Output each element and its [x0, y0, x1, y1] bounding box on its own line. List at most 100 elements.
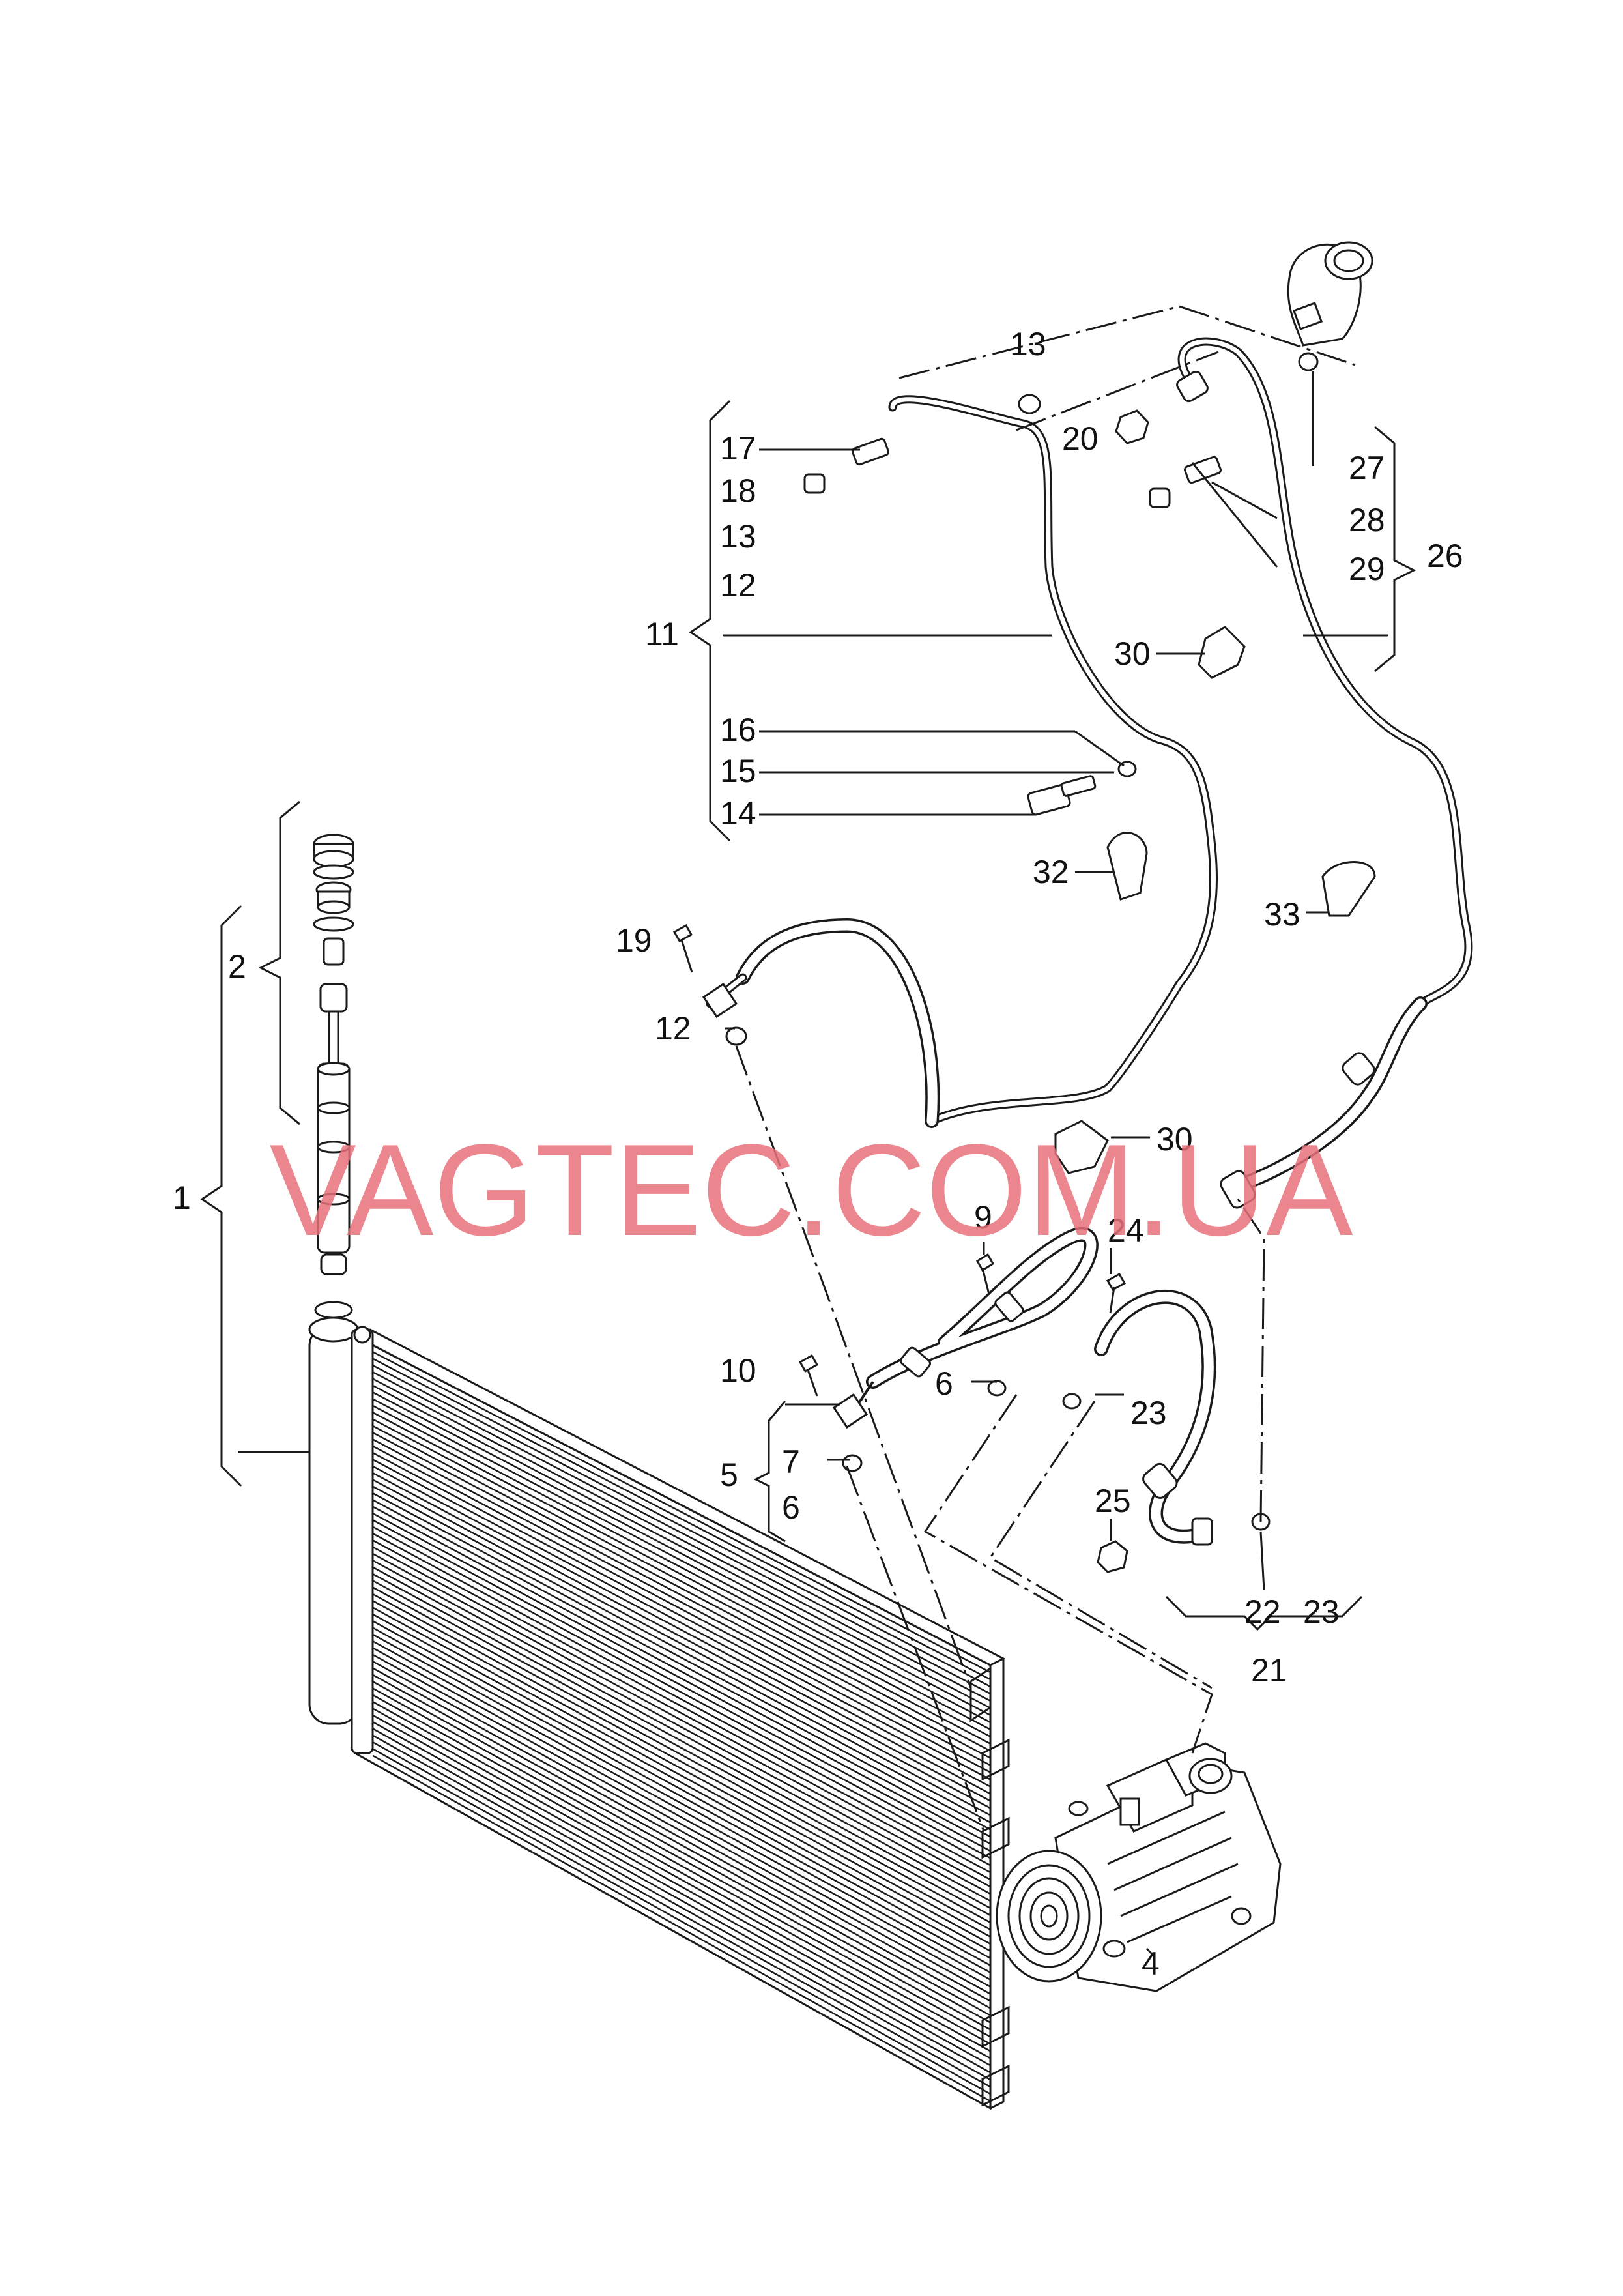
condenser-fin — [372, 1694, 991, 2038]
condenser-fin — [372, 1606, 991, 1945]
condenser-fin — [372, 1452, 991, 1780]
condenser-fin — [372, 1701, 991, 2045]
condenser-fin — [372, 1633, 991, 1973]
condenser-fin — [372, 1371, 991, 1694]
label-17: 17 — [720, 430, 756, 467]
label-12a: 12 — [720, 567, 756, 603]
condenser-fin — [372, 1560, 991, 1895]
condenser-fin — [372, 1566, 991, 1902]
condenser-fin — [372, 1580, 991, 1916]
condenser-fin — [372, 1674, 991, 2016]
condenser-fin — [372, 1358, 991, 1681]
condenser-fin — [372, 1539, 991, 1874]
condenser-fin — [372, 1432, 991, 1759]
condenser-fin — [372, 1627, 991, 1966]
condenser-fin — [372, 1728, 991, 2074]
condenser-fin — [372, 1707, 991, 2052]
label-9: 9 — [974, 1199, 992, 1236]
label-18: 18 — [720, 472, 756, 509]
condenser-fin — [372, 1412, 991, 1737]
condenser-fin — [372, 1364, 991, 1688]
label-13a: 13 — [1010, 326, 1046, 362]
condenser-fin — [372, 1526, 991, 1859]
label-5: 5 — [720, 1457, 738, 1493]
label-16: 16 — [720, 712, 756, 748]
label-7: 7 — [782, 1444, 800, 1480]
condenser-fin — [372, 1741, 991, 2088]
label-4: 4 — [1142, 1945, 1160, 1982]
condenser-fin — [372, 1661, 991, 2002]
condenser-fin — [372, 1351, 991, 1674]
compressor — [996, 1742, 1282, 1992]
dash-lines — [735, 305, 1356, 1832]
label-30a: 30 — [1114, 635, 1151, 672]
condenser-fin — [372, 1546, 991, 1881]
condenser-fin — [372, 1505, 991, 1838]
label-29: 29 — [1349, 551, 1385, 587]
condenser-fin — [372, 1721, 991, 2067]
condenser-fin — [372, 1391, 991, 1716]
condenser-fin — [372, 1653, 991, 1995]
label-22: 22 — [1244, 1593, 1281, 1630]
label-23a: 23 — [1130, 1395, 1167, 1431]
label-6b: 6 — [935, 1365, 953, 1402]
condenser-fin — [372, 1512, 991, 1845]
condenser-fin — [372, 1640, 991, 1981]
label-10: 10 — [720, 1352, 756, 1389]
condenser-fin — [372, 1492, 991, 1824]
label-21: 21 — [1251, 1652, 1287, 1689]
condenser-fin — [372, 1465, 991, 1795]
label-11: 11 — [645, 616, 679, 652]
condenser — [308, 1316, 1010, 2110]
label-14: 14 — [720, 795, 756, 832]
condenser-fin — [372, 1398, 991, 1723]
label-32: 32 — [1033, 854, 1069, 890]
condenser-fin — [372, 1479, 991, 1809]
condenser-fin — [372, 1586, 991, 1923]
condenser-fin — [372, 1620, 991, 1959]
condenser-fin — [372, 1445, 991, 1773]
label-26: 26 — [1427, 538, 1463, 574]
dryer-cartridge — [313, 834, 354, 1319]
condenser-fin — [372, 1687, 991, 2031]
label-15: 15 — [720, 753, 756, 789]
label-25: 25 — [1095, 1483, 1131, 1519]
braces — [200, 371, 1416, 1956]
condenser-fin — [372, 1519, 991, 1852]
label-2: 2 — [228, 948, 246, 985]
condenser-fin — [372, 1593, 991, 1930]
condenser-fin — [372, 1714, 991, 2059]
condenser-fin — [372, 1754, 991, 2102]
small-parts — [672, 241, 1376, 1573]
condenser-fin — [372, 1748, 991, 2095]
label-6a: 6 — [782, 1489, 800, 1526]
refrigerant-lines — [706, 337, 1473, 1546]
label-27: 27 — [1349, 450, 1385, 486]
condenser-fin — [372, 1404, 991, 1730]
condenser-fin — [372, 1573, 991, 1910]
condenser-fin — [372, 1384, 991, 1709]
label-1: 1 — [173, 1180, 191, 1216]
condenser-fin — [372, 1499, 991, 1831]
condenser-fin — [372, 1667, 991, 2009]
condenser-fin — [372, 1600, 991, 1938]
condenser-fin — [372, 1472, 991, 1802]
condenser-fin — [372, 1425, 991, 1752]
label-20: 20 — [1062, 420, 1099, 457]
condenser-fin — [372, 1552, 991, 1888]
label-24: 24 — [1108, 1212, 1144, 1249]
condenser-fin — [372, 1681, 991, 2024]
label-30b: 30 — [1156, 1121, 1193, 1157]
condenser-fin — [372, 1485, 991, 1816]
condenser-fin — [372, 1459, 991, 1788]
condenser-fin — [372, 1613, 991, 1952]
part-labels: 1 2 4 5 6 6 7 9 10 11 12 12 13 13 14 15 … — [173, 326, 1463, 1982]
condenser-fin — [372, 1532, 991, 1867]
condenser-fin — [372, 1647, 991, 1988]
label-12b: 12 — [655, 1010, 691, 1047]
label-23b: 23 — [1303, 1593, 1340, 1630]
condenser-fin — [372, 1418, 991, 1745]
watermark: VAGTEC.COM.UA — [269, 1118, 1353, 1263]
condenser-fin — [372, 1734, 991, 2081]
